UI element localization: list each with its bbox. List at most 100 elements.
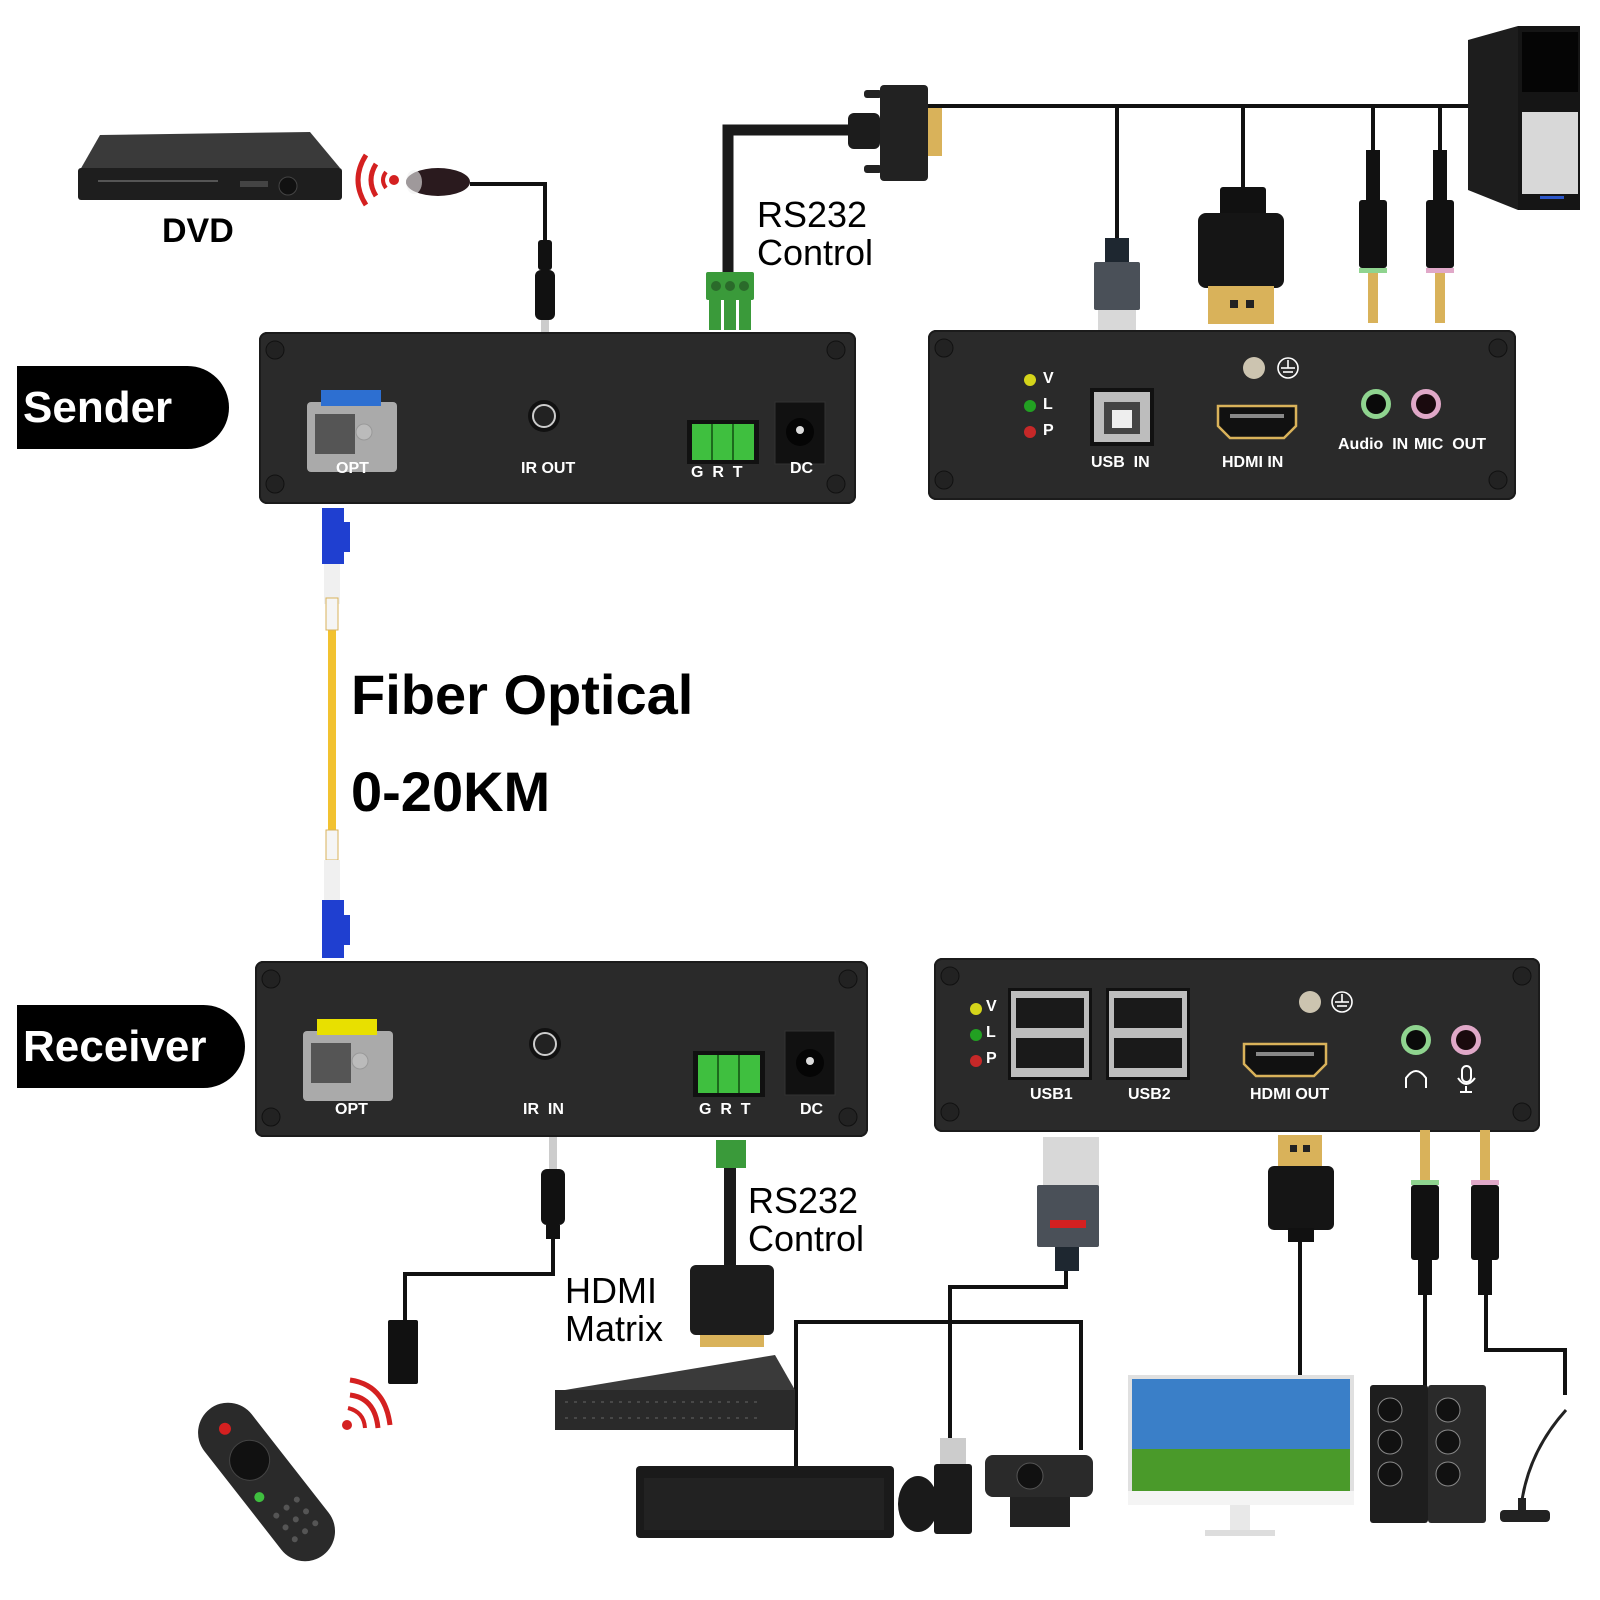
dvd-label: DVD: [162, 212, 234, 250]
receiver-front-ports: [261, 969, 858, 1127]
ir-receiver: [388, 1320, 418, 1384]
led-p: [970, 1055, 982, 1067]
hdmi-matrix: [555, 1355, 795, 1430]
fiber-cable: [328, 630, 336, 830]
rs232-terminal-icon: [693, 1051, 765, 1097]
audio-plug-bottom: [1411, 1130, 1439, 1295]
dc-jack-icon: [774, 401, 826, 465]
mic-cable-bottom: [1484, 1295, 1567, 1395]
screw-icon: [261, 1107, 281, 1127]
mic-in-jack-icon: [1451, 1025, 1481, 1055]
usb-stick: [934, 1438, 972, 1534]
ir-signal-icon: [342, 1377, 393, 1430]
led-l: [1024, 400, 1036, 412]
hdmi-in-port-icon: [1216, 404, 1298, 440]
led-v: [970, 1003, 982, 1015]
port-label-dc: DC: [800, 1101, 824, 1118]
sfp-module-icon: [303, 1019, 393, 1101]
mic-plug-top: [1426, 150, 1454, 323]
port-label-usb1: USB1: [1030, 1086, 1073, 1103]
fiber-title-label: Fiber Optical: [351, 663, 694, 726]
rs232-top-label-line2: Control: [757, 232, 874, 273]
ground-symbol-icon: [1277, 357, 1299, 379]
screw-icon: [826, 474, 846, 494]
ir-in-jack-icon: [529, 1028, 561, 1060]
hdmi-plug-top: [1198, 187, 1284, 324]
port-label-dc: DC: [790, 460, 814, 477]
dc-jack-icon: [784, 1030, 836, 1096]
rs232-bottom-label-line2: Control: [748, 1218, 865, 1259]
port-label-ir-in: IR IN: [523, 1101, 564, 1118]
usb-b-port-icon: [1090, 388, 1154, 446]
led-l: [970, 1029, 982, 1041]
screw-icon: [934, 338, 954, 358]
fiber-distance-label: 0-20KM: [351, 760, 551, 823]
screw-icon: [265, 340, 285, 360]
headphones-icon: [1405, 1070, 1427, 1088]
ir-in-plug: [541, 1137, 565, 1239]
rs232-terminal-icon: [687, 420, 759, 464]
ground-symbol-icon: [1331, 991, 1353, 1013]
usb-a-plug-bottom: [1037, 1137, 1099, 1271]
microphone-icon: [1457, 1065, 1476, 1093]
speaker-left: [1370, 1385, 1428, 1523]
receiver-rear-panel: V L P USB1 USB2 HDMI OUT: [934, 958, 1540, 1132]
sfp-module-icon: [307, 390, 397, 472]
port-label-mic-out: MIC OUT: [1414, 436, 1486, 453]
keyboard: [636, 1466, 894, 1538]
led-label-v: V: [1043, 370, 1054, 387]
port-label-usb2: USB2: [1128, 1086, 1171, 1103]
sender-front-panel: OPT IR OUT G R T DC: [259, 332, 856, 504]
screw-icon: [940, 966, 960, 986]
sender-tag: Sender: [17, 366, 229, 449]
speaker-right: [1428, 1385, 1486, 1523]
port-label-audio-in: Audio IN: [1338, 436, 1409, 453]
hdmi-matrix-label-line2: Matrix: [565, 1308, 663, 1349]
screw-icon: [826, 340, 846, 360]
db9-connector-bottom: [690, 1265, 774, 1347]
screw-icon: [261, 969, 281, 989]
hdmi-plug-bottom: [1268, 1135, 1334, 1242]
receiver-rear-ports: [940, 966, 1532, 1122]
hdmi-out-port-icon: [1242, 1042, 1328, 1078]
port-label-ir-out: IR OUT: [521, 460, 576, 477]
led-label-p: P: [1043, 422, 1054, 439]
lc-connector-top: [322, 508, 350, 631]
screw-icon: [838, 1107, 858, 1127]
mouse: [898, 1476, 938, 1532]
audio-in-jack-icon: [1361, 389, 1391, 419]
port-label-opt: OPT: [335, 1101, 368, 1118]
dvd-player: [78, 132, 342, 200]
desk-microphone: [1500, 1408, 1568, 1522]
screw-icon: [1512, 1102, 1532, 1122]
ir-emitter: [406, 168, 470, 196]
rs232-cable-top: [722, 124, 848, 272]
led-label-l: L: [1043, 396, 1053, 413]
usb1-port-icon: [1008, 988, 1092, 1080]
mic-plug-bottom: [1471, 1130, 1499, 1295]
ground-screw-icon: [1243, 357, 1265, 379]
terminal-block-plug-bottom: [716, 1140, 746, 1168]
lc-connector-bottom: [322, 829, 350, 958]
screw-icon: [934, 470, 954, 490]
rs232-bottom-label-line1: RS232: [748, 1180, 859, 1221]
sender-rear-panel: V L P USB IN HDMI IN Audio IN MIC OUT: [928, 330, 1516, 500]
port-label-hdmi-out: HDMI OUT: [1250, 1086, 1330, 1103]
audio-plug-top: [1359, 150, 1387, 323]
monitor: [1128, 1375, 1354, 1536]
usb-a-plug-top: [1094, 238, 1140, 332]
sender-label: Sender: [23, 382, 173, 432]
port-label-opt: OPT: [336, 460, 369, 477]
rs232-top-label-line1: RS232: [757, 194, 868, 235]
screw-icon: [838, 969, 858, 989]
pc-tower: [1468, 26, 1580, 210]
screw-icon: [1488, 470, 1508, 490]
led-label-v: V: [986, 998, 997, 1015]
ir-out-jack-icon: [528, 400, 560, 432]
audio-out-jack-icon: [1401, 1025, 1431, 1055]
port-label-usb-in: USB IN: [1091, 454, 1150, 471]
hdmi-matrix-label-line1: HDMI: [565, 1270, 657, 1311]
